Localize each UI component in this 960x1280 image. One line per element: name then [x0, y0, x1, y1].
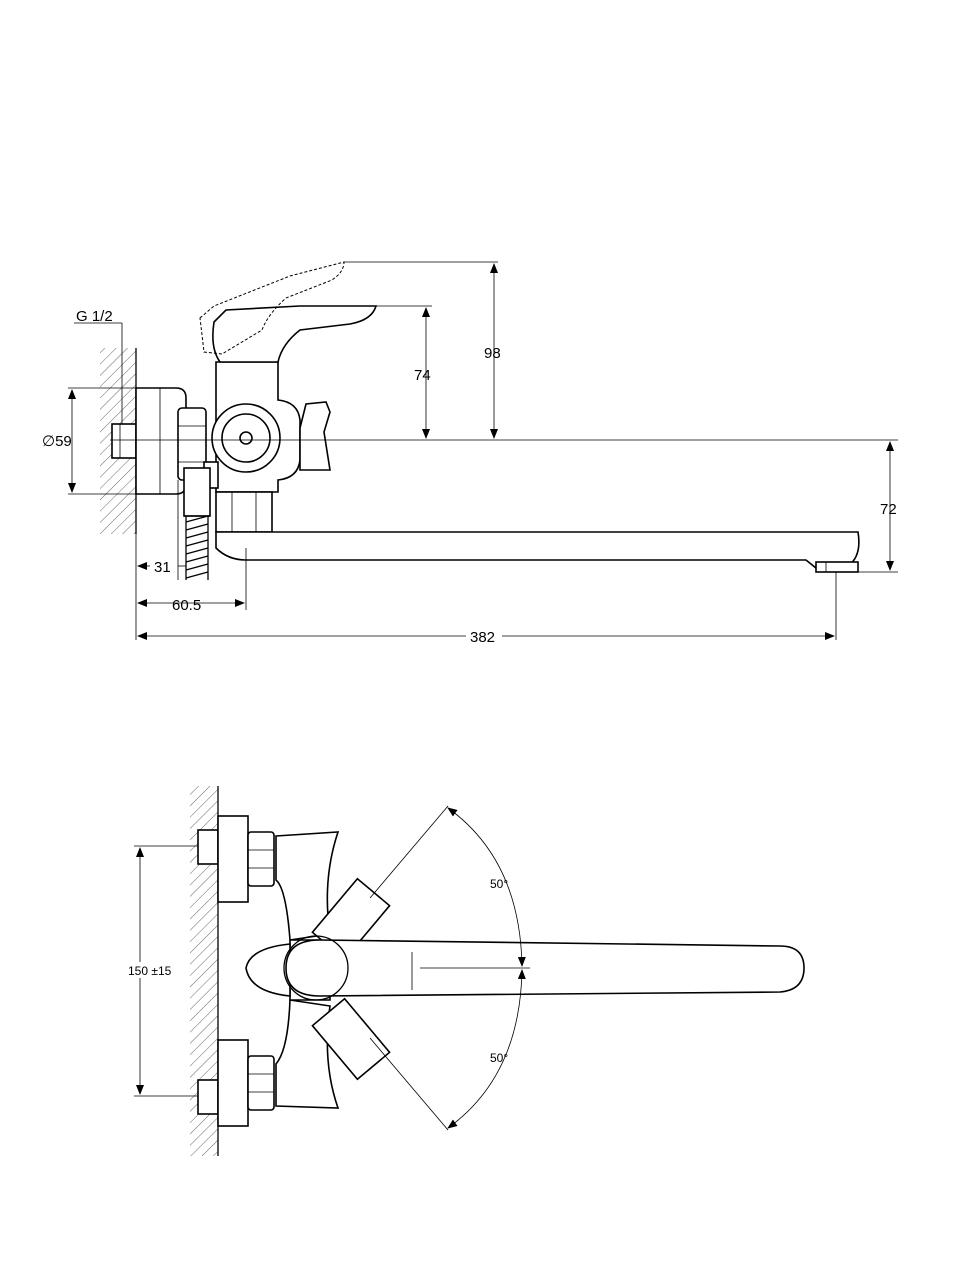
dim-74: 74: [414, 367, 431, 384]
dim-382: 382: [470, 629, 495, 646]
top-view: 50° 50° 150 ±15: [126, 786, 805, 1156]
thread-label: G 1/2: [76, 308, 113, 325]
angle-lower: 50°: [490, 1051, 508, 1065]
side-view: G 1/2 ∅59: [42, 261, 898, 646]
dim-98: 98: [484, 345, 501, 362]
diameter-label: ∅59: [42, 433, 72, 450]
dim-72: 72: [880, 501, 897, 518]
dim-31: 31: [154, 559, 171, 576]
spacing-label: 150 ±15: [128, 964, 172, 978]
angle-upper: 50°: [490, 877, 508, 891]
dim-60-5: 60.5: [172, 597, 201, 614]
